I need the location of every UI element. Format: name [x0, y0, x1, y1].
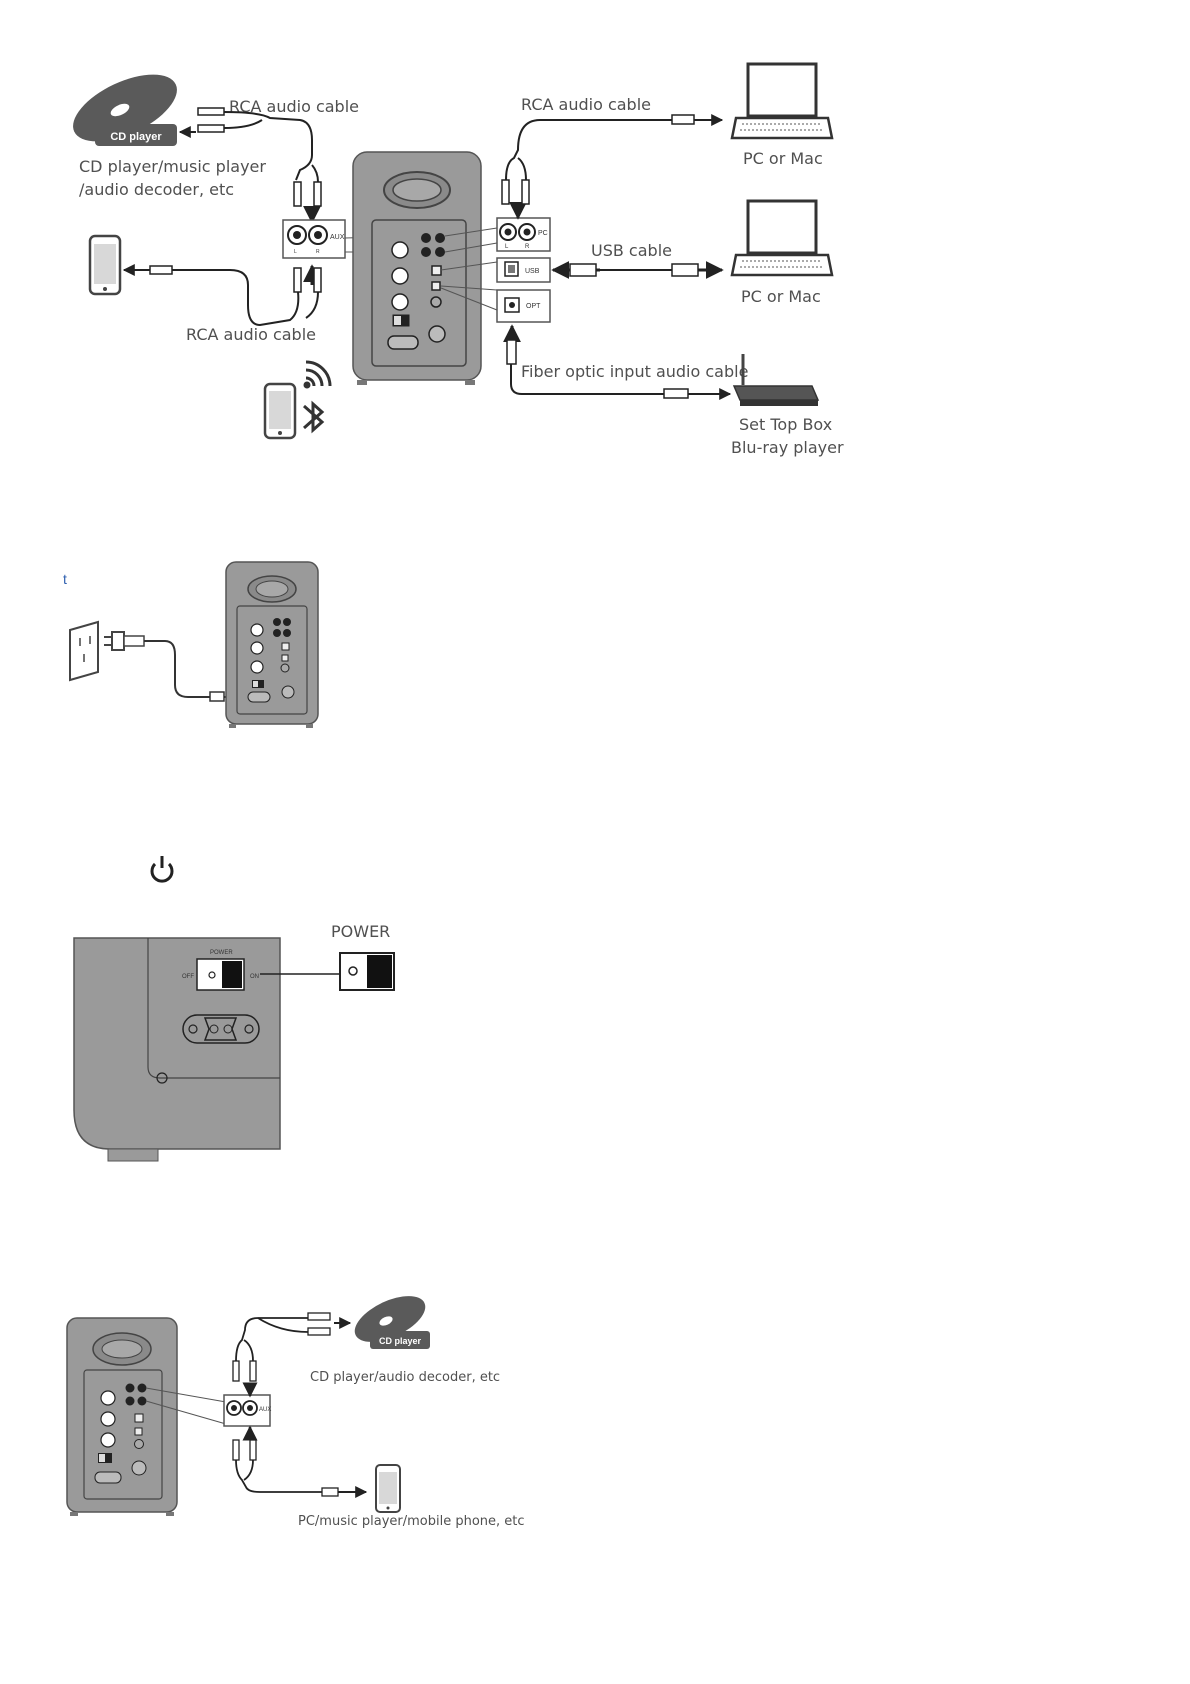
- bluray-label: Blu-ray player: [731, 438, 844, 457]
- rca-cable-label-left-top: RCA audio cable: [229, 97, 359, 116]
- pc-input-box: PC L R: [496, 217, 551, 252]
- pc-mac-label-2: PC or Mac: [741, 287, 821, 306]
- laptop-icon-2: [730, 199, 834, 277]
- smartphone-icon: [88, 234, 122, 296]
- opt-text: OPT: [526, 303, 541, 310]
- cd-source-label-line2: /audio decoder, etc: [79, 180, 234, 199]
- standby-power-icon: [150, 856, 174, 883]
- speaker-rear-panel: [352, 151, 482, 385]
- smartphone-icon-2: [375, 1464, 401, 1513]
- figure-power-switch: POWER OFF ON POWER: [73, 856, 395, 1162]
- figure2-marker: t: [63, 571, 67, 587]
- pc-music-phone-label: PC/music player/mobile phone, etc: [298, 1514, 525, 1529]
- aux-l: L: [294, 249, 297, 255]
- power-plug-icon: [104, 631, 145, 651]
- rca-plugs-cd: [178, 107, 225, 138]
- wall-outlet-icon: [69, 620, 99, 682]
- bluetooth-phone-icon: [263, 382, 297, 440]
- cd-logo-text: CD player: [110, 131, 162, 143]
- figure-connections-overview: CD player RCA audio cable CD player/musi…: [73, 62, 844, 457]
- rca-cable-label-left-bottom: RCA audio cable: [186, 325, 316, 344]
- cd-logo-text-2: CD player: [379, 1336, 422, 1346]
- wifi-signal-icon: [303, 360, 332, 389]
- aux-input-box: AUX L R: [282, 219, 346, 259]
- pc-mac-label-1: PC or Mac: [743, 149, 823, 168]
- cd-player-icon-2: CD player: [354, 1296, 430, 1349]
- aux-text: AUX: [330, 234, 345, 241]
- cd-player-icon: CD player: [73, 74, 177, 146]
- cd-source-label: CD player/music player: [79, 157, 266, 176]
- usb-input-box: USB: [496, 257, 551, 283]
- set-top-box-icon: [732, 354, 820, 406]
- speaker-corner-closeup: POWER OFF ON: [73, 937, 281, 1162]
- panel-power-text: POWER: [210, 950, 233, 956]
- set-top-box-label: Set Top Box: [739, 415, 832, 434]
- usb-cable-label: USB cable: [591, 241, 672, 260]
- speaker-rear-panel-small: [225, 561, 319, 728]
- bluetooth-icon: [303, 400, 325, 434]
- opt-input-box: OPT: [496, 289, 551, 323]
- pc-text: PC: [538, 230, 548, 237]
- off-text: OFF: [182, 974, 194, 980]
- figure-aux-connection: AUX CD player CD player/audio decoder, e…: [66, 1296, 525, 1529]
- usb-text: USB: [525, 268, 540, 275]
- pc-l: L: [505, 244, 509, 250]
- aux-input-box-2: AUX: [223, 1394, 271, 1427]
- figure-power-cord: t: [63, 561, 319, 728]
- speaker-rear-panel-aux: [66, 1317, 178, 1516]
- rca-cable-label-right-top: RCA audio cable: [521, 95, 651, 114]
- laptop-icon-1: [730, 62, 834, 140]
- cd-decoder-label: CD player/audio decoder, etc: [310, 1370, 500, 1385]
- pc-r: R: [525, 244, 530, 250]
- on-text: ON: [250, 974, 259, 980]
- power-switch-closeup: [339, 952, 395, 991]
- fiber-cable-label: Fiber optic input audio cable: [521, 362, 748, 381]
- power-switch-label: POWER: [331, 922, 390, 941]
- aux-text-2: AUX: [259, 1407, 271, 1413]
- aux-r: R: [316, 249, 320, 255]
